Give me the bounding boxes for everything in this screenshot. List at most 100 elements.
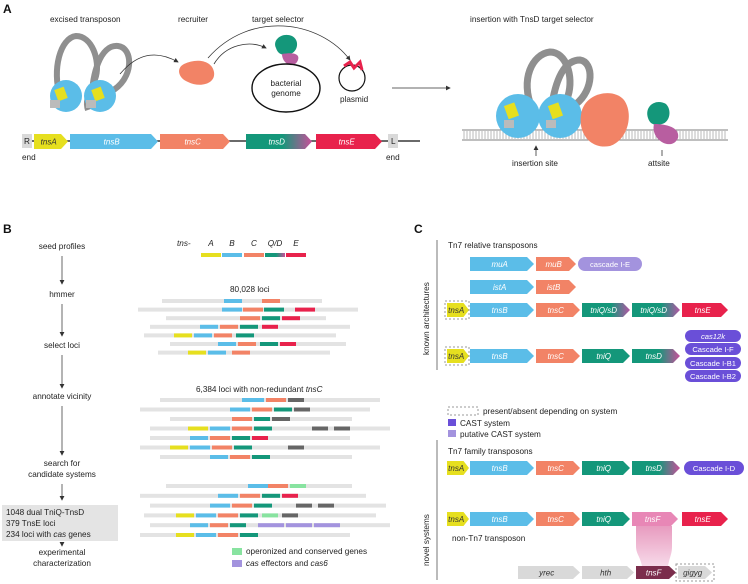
nontn7-2-label: tnsF <box>646 569 663 578</box>
cascade-ie-pill-label: cascade I-E <box>590 260 630 269</box>
cascade-ie-pill <box>578 257 642 271</box>
novel2-4-arrow <box>632 512 678 526</box>
tniq-row-2-label: tnsC <box>547 306 564 315</box>
gene-segment <box>282 493 298 498</box>
gene-segment <box>190 445 210 450</box>
header-swatch-4 <box>286 253 306 257</box>
gene-segment <box>232 426 252 431</box>
step-0: seed profiles <box>39 242 85 251</box>
novel1-0-label: tnsA <box>448 464 464 473</box>
step-3: annotate vicinity <box>33 392 93 401</box>
gene-segment <box>210 436 230 440</box>
novel2-3-arrow <box>582 512 630 526</box>
l-end-label: L <box>391 137 396 146</box>
step-1: hmmer <box>49 290 75 299</box>
header-swatch-0 <box>201 253 221 257</box>
gene-segment <box>296 503 312 508</box>
gene-segment <box>254 417 270 421</box>
excised-transposon-label: excised transposon <box>50 15 121 24</box>
gene-segment <box>214 333 232 338</box>
novel2-2-label: tnsC <box>547 515 564 524</box>
panel-a-label: A <box>3 2 12 16</box>
gene-segment <box>218 533 238 537</box>
recruiter-label: recruiter <box>178 15 208 24</box>
cast-row-4-arrow <box>632 349 680 363</box>
legend-cast-swatch <box>448 419 456 426</box>
novel2-0-label: tnsA <box>448 515 464 524</box>
gene-segment <box>234 445 252 450</box>
gene-segment <box>230 455 250 459</box>
novel1-3-label: tniQ <box>596 464 611 473</box>
cast-pill-0-label: cas12k <box>701 332 726 341</box>
insertion-title: insertion with TnsD target selector <box>470 15 594 24</box>
novel2-0-arrow <box>447 512 469 526</box>
operon-tnsA-label: tnsA <box>41 138 57 147</box>
cast-row-3-label: tniQ <box>596 352 611 361</box>
gene-segment <box>190 436 208 440</box>
header-swatch-3 <box>265 253 285 257</box>
gene-segment <box>286 523 312 528</box>
cast-row-0-label: tnsA <box>448 352 464 361</box>
vicinity-track-block <box>140 398 390 459</box>
gene-segment <box>288 398 304 402</box>
tniq-row-5-arrow <box>682 303 728 317</box>
gene-segment <box>282 316 300 321</box>
nontn7-1-arrow <box>582 566 634 579</box>
novel2-5-arrow <box>682 512 728 526</box>
novel2-1-label: tnsB <box>492 515 509 524</box>
gene-segment <box>282 513 298 518</box>
gene-segment <box>238 342 256 346</box>
header-col-2: C <box>251 239 257 248</box>
candidate-count-2: 379 TnsE loci <box>6 519 56 528</box>
operon-tnsD-label: tnsD <box>268 138 285 147</box>
legend-cas: cas effectors and cas6 <box>246 559 328 568</box>
cast-pill-2-label: Cascade I-B1 <box>690 359 736 368</box>
gene-segment <box>295 307 315 312</box>
novel2-3-label: tniQ <box>596 515 611 524</box>
operon-tnsB-label: tnsB <box>104 138 121 147</box>
novel2-4-label: tnsF <box>645 515 662 524</box>
gene-segment <box>254 426 272 431</box>
istA-label: istA <box>493 283 506 292</box>
gene-segment <box>190 523 208 528</box>
gene-segment <box>188 426 208 431</box>
legend-presence: present/absent depending on system <box>483 407 617 416</box>
header-col-3: Q/D <box>268 239 283 248</box>
cast-row-2-label: tnsC <box>547 352 564 361</box>
cast-row-4-label: tnsD <box>645 352 662 361</box>
header-col-0: A <box>207 239 214 248</box>
gene-segment <box>176 513 194 518</box>
cast-pill-3-label: Cascade I-B2 <box>690 372 736 381</box>
header-col-1: B <box>229 239 235 248</box>
nonred-loci-label: 6,384 loci with non-redundant tnsC <box>196 385 323 394</box>
tniq-row-3-arrow <box>582 303 630 317</box>
cast-pill-1-label: Cascade I-F <box>692 345 734 354</box>
gene-segment <box>196 513 216 518</box>
cast-pill-1 <box>685 343 741 355</box>
gene-segment <box>262 299 280 303</box>
gene-segment <box>220 324 238 329</box>
header-swatch-1 <box>222 253 242 257</box>
r-end-label: R <box>24 137 30 146</box>
operon-tnsE-arrow <box>316 134 382 149</box>
cast-pill-2 <box>685 357 741 369</box>
step-6: experimental <box>39 548 86 557</box>
tnsF-homology-band <box>636 526 672 566</box>
gene-segment <box>252 436 268 440</box>
gene-segment <box>196 533 216 537</box>
gene-segment <box>208 350 226 355</box>
side-label-novel: novel systems <box>422 514 431 566</box>
gene-segment <box>230 407 250 412</box>
operon-tnsC-arrow <box>160 134 230 149</box>
novel1-0-arrow <box>447 461 469 475</box>
loci-count-label: 80,028 loci <box>230 285 270 294</box>
gene-segment <box>230 523 246 528</box>
target-selector-label: target selector <box>252 15 304 24</box>
tniq-row-1-arrow <box>470 303 534 317</box>
bacterial-genome-icon <box>251 63 321 113</box>
cast-row-1-label: tnsB <box>492 352 509 361</box>
gene-segment <box>264 307 284 312</box>
gene-segment <box>194 333 212 338</box>
